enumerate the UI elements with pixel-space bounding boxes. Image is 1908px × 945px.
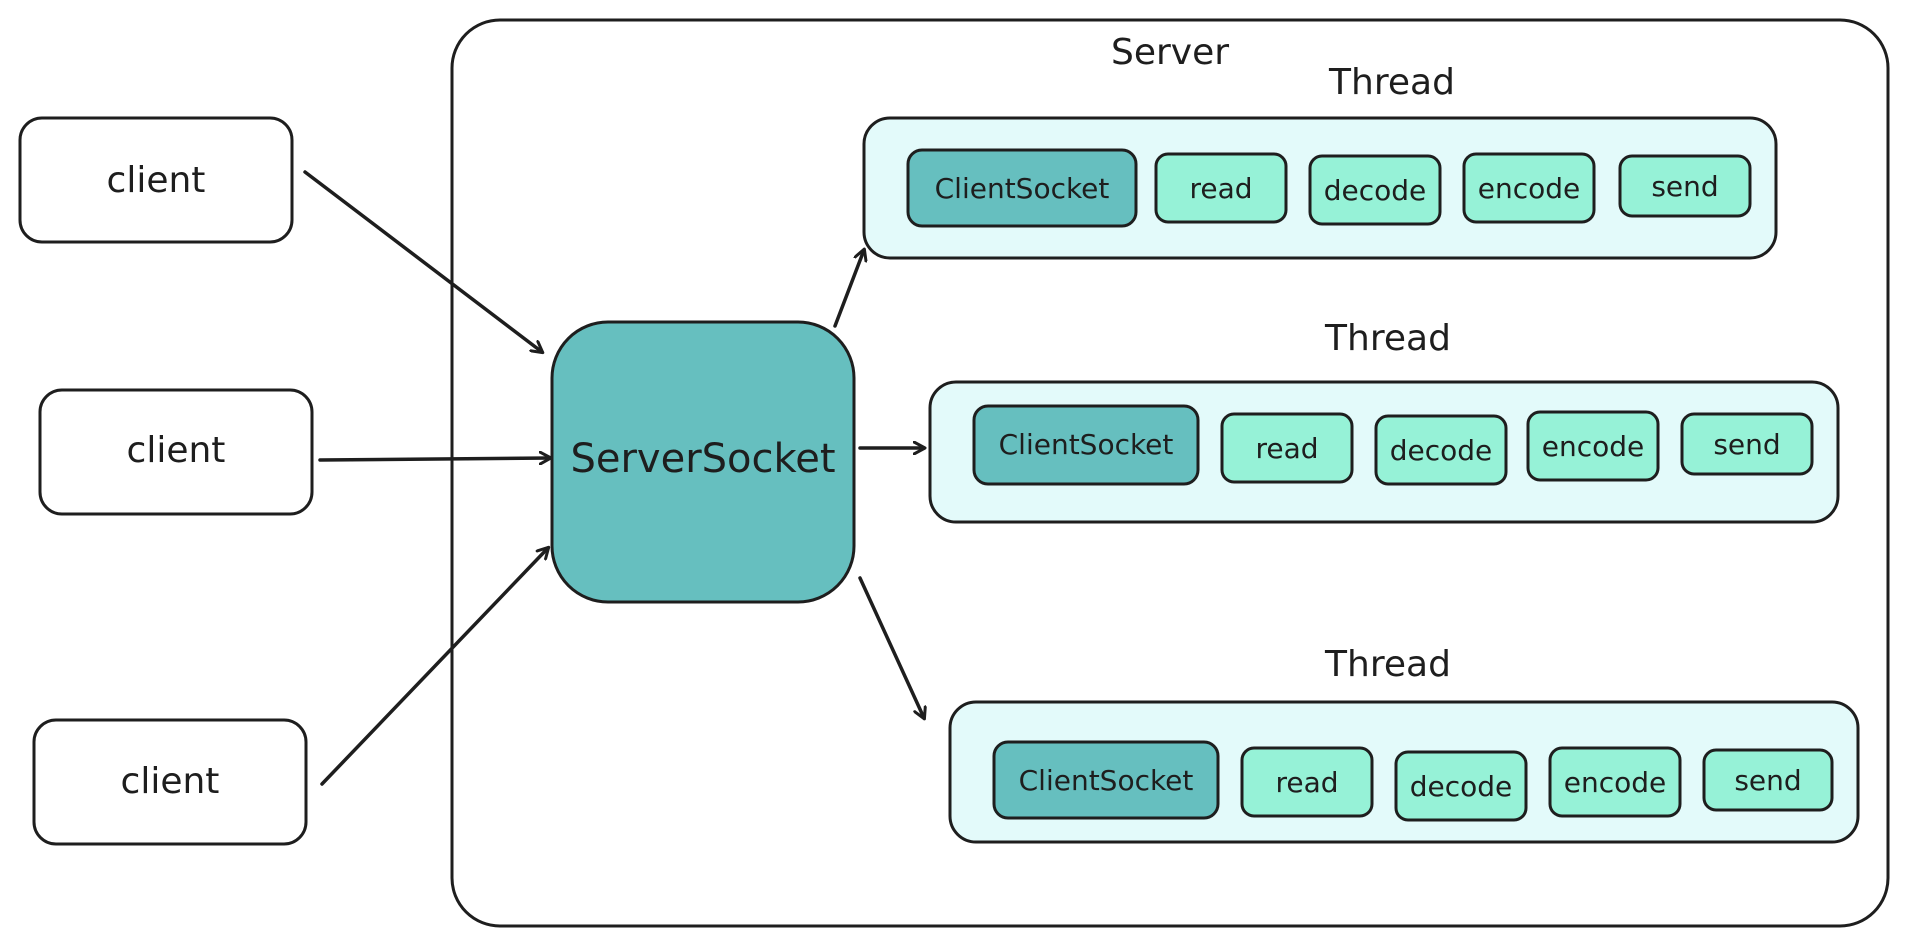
client-to-serversocket-arrow (318, 458, 550, 460)
server-label: Server (1111, 32, 1229, 73)
send-step: send (1618, 154, 1752, 218)
decode-step: decode (1394, 750, 1528, 822)
serversocket-to-thread-arrow (858, 576, 924, 718)
client-socket-step: ClientSocket (972, 404, 1200, 486)
svg-text:read: read (1189, 172, 1252, 205)
svg-text:read: read (1255, 432, 1318, 465)
thread-group: Thread ClientSocket read decode encode s… (928, 318, 1840, 524)
thread-group: Thread ClientSocket read decode encode s… (948, 644, 1860, 844)
svg-text:decode: decode (1410, 770, 1513, 803)
svg-text:send: send (1734, 764, 1801, 797)
client-socket-step: ClientSocket (992, 740, 1220, 820)
serversocket-to-thread-arrow (833, 250, 864, 328)
read-step: read (1154, 152, 1288, 224)
client-box: client (18, 116, 294, 244)
client-label: client (107, 160, 206, 201)
svg-text:encode: encode (1478, 172, 1581, 205)
read-step: read (1220, 412, 1354, 484)
encode-step: encode (1548, 746, 1682, 818)
client-label: client (121, 761, 220, 802)
thread-label: Thread (1328, 62, 1455, 103)
client-to-serversocket-arrow (320, 548, 548, 786)
thread-group: Thread ClientSocket read decode encode s… (862, 62, 1778, 260)
client-socket-step: ClientSocket (906, 148, 1138, 228)
svg-text:ClientSocket: ClientSocket (1019, 764, 1194, 797)
decode-step: decode (1374, 414, 1508, 486)
svg-text:ClientSocket: ClientSocket (999, 428, 1174, 461)
svg-text:send: send (1651, 170, 1718, 203)
send-step: send (1702, 748, 1834, 812)
read-step: read (1240, 746, 1374, 818)
client-to-serversocket-arrow (303, 170, 542, 352)
thread-label: Thread (1324, 318, 1451, 359)
client-box: client (38, 388, 314, 516)
svg-text:decode: decode (1324, 174, 1427, 207)
svg-text:read: read (1275, 766, 1338, 799)
serversocket-box: ServerSocket (550, 320, 856, 604)
encode-step: encode (1462, 152, 1596, 224)
thread-label: Thread (1324, 644, 1451, 685)
encode-step: encode (1526, 410, 1660, 482)
svg-text:encode: encode (1542, 430, 1645, 463)
svg-text:ClientSocket: ClientSocket (935, 172, 1110, 205)
svg-text:decode: decode (1390, 434, 1493, 467)
svg-text:encode: encode (1564, 766, 1667, 799)
client-box: client (32, 718, 308, 846)
client-label: client (127, 430, 226, 471)
serversocket-label: ServerSocket (570, 436, 835, 482)
svg-text:send: send (1713, 428, 1780, 461)
decode-step: decode (1308, 154, 1442, 226)
send-step: send (1680, 412, 1814, 476)
